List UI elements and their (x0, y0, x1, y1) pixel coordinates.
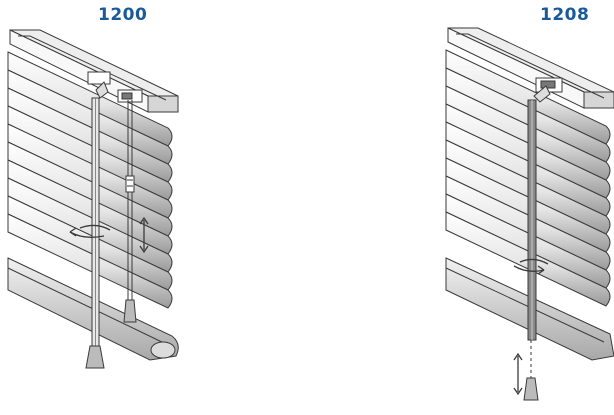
model-label-1200: 1200 (98, 5, 148, 25)
blind-1200 (7, 29, 179, 369)
rotate-arrow-icon (69, 224, 111, 238)
rotate-arrow-icon (513, 258, 549, 275)
up-down-arrow-icon (513, 352, 523, 396)
lift-cord-1200 (123, 100, 137, 323)
model-label-1208: 1208 (540, 5, 590, 25)
tilt-wand-1200 (85, 81, 109, 369)
control-box-1208 (535, 77, 563, 93)
blind-1208 (445, 27, 614, 401)
wand-cord-1208 (523, 85, 551, 401)
head-rail-1200 (9, 29, 179, 113)
control-box-1200 (87, 71, 143, 103)
up-down-arrow-icon (139, 216, 149, 254)
